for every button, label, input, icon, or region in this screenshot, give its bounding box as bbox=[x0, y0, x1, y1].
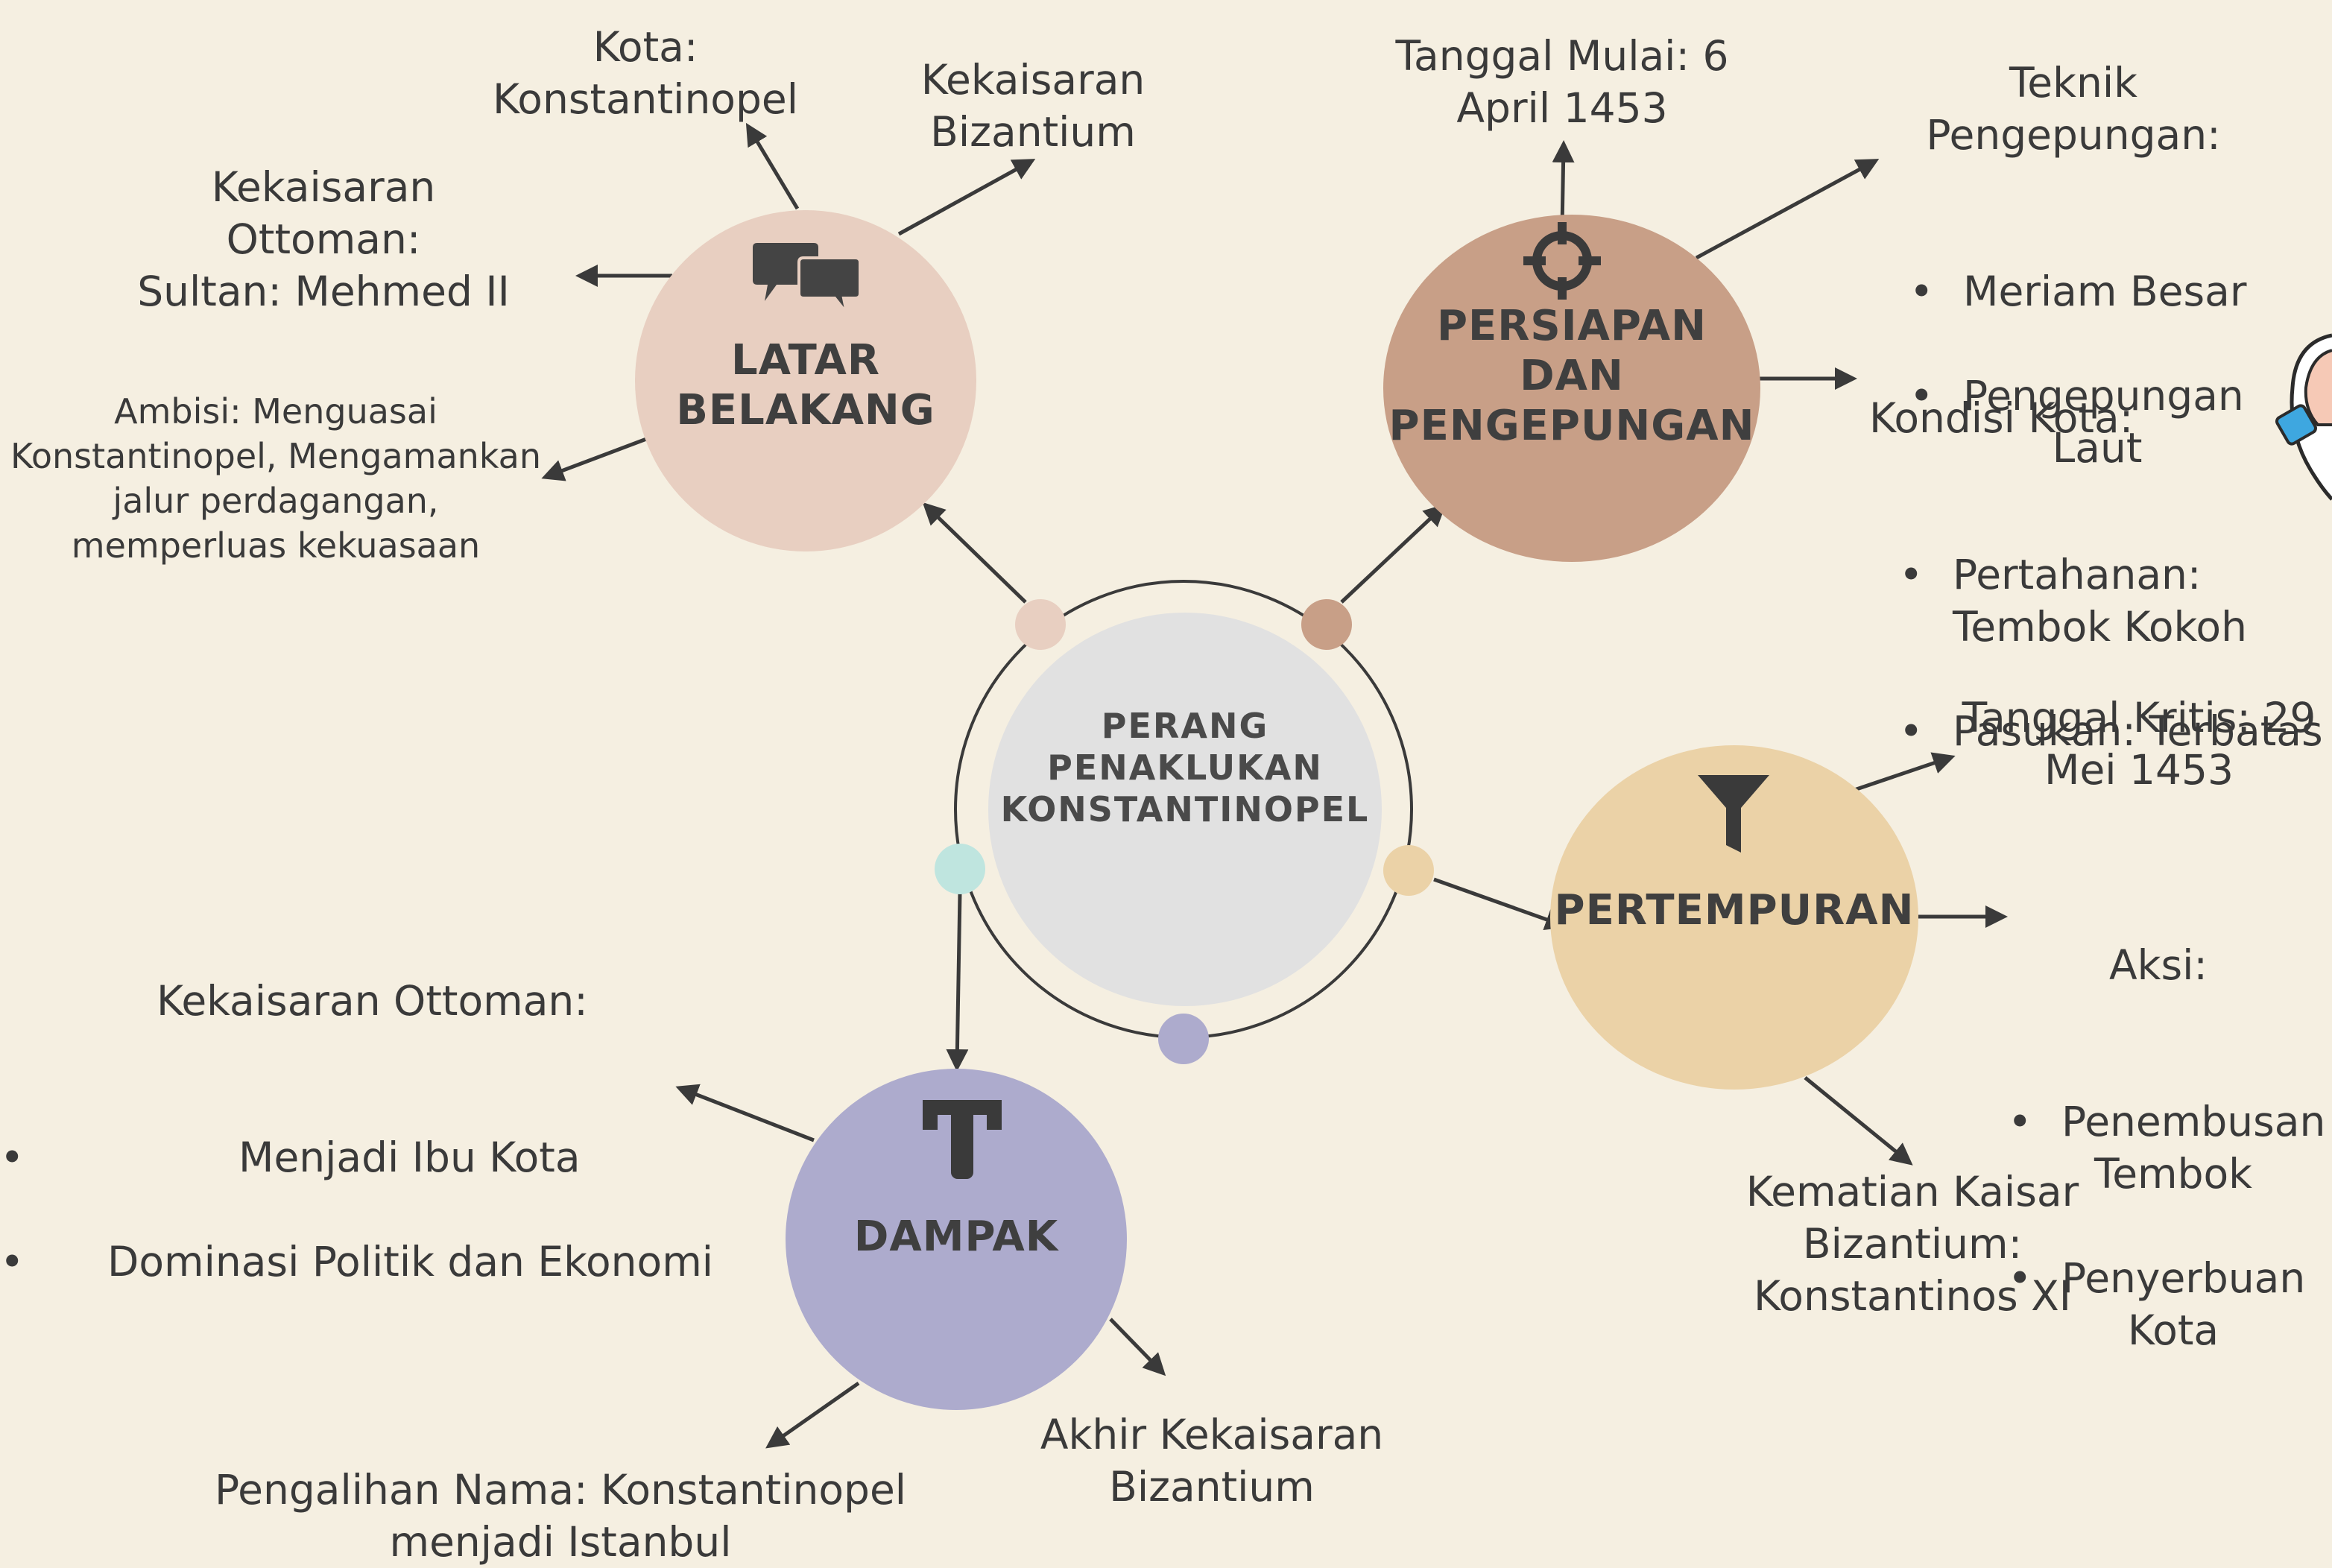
latar-bizantium: Kekaisaran Bizantium bbox=[920, 56, 1146, 156]
persiapan-tanggal-mulai: Tanggal Mulai: 6 April 1453 bbox=[1395, 32, 1729, 132]
teknik-heading: Teknik Pengepungan: bbox=[1926, 59, 2221, 159]
aksi-item: Penyerbuan Kota bbox=[2008, 1252, 2305, 1356]
latar-kota: Kota: Konstantinopel bbox=[492, 23, 798, 123]
funnel-icon bbox=[1698, 775, 1769, 853]
connector-dot-dampak bbox=[935, 844, 985, 894]
persiapan-teknik: Teknik Pengepungan: Meriam Besar Pengepu… bbox=[1887, 4, 2260, 578]
connector-dot-latar bbox=[1015, 599, 1066, 650]
arrow-tanggal-kritis bbox=[1854, 752, 1956, 792]
arrow-kota bbox=[745, 122, 800, 210]
dampak-ottoman-heading: Kekaisaran Ottoman: bbox=[157, 977, 588, 1025]
dampak-ottoman-item: Menjadi Ibu Kota bbox=[0, 1131, 730, 1183]
latar-ambisi: Ambisi: Menguasai Konstantinopel, Mengam… bbox=[10, 391, 541, 566]
persiapan-circle bbox=[1383, 215, 1760, 562]
teknik-item: Meriam Besar bbox=[1909, 265, 2260, 317]
arrow-to-persiapan bbox=[1340, 503, 1447, 604]
aksi-item: Penembusan Tembok bbox=[2008, 1096, 2325, 1200]
crosshair-icon bbox=[1523, 222, 1601, 300]
arrow-to-pertempuran bbox=[1433, 877, 1568, 931]
teknik-item: Pengepungan Laut bbox=[1909, 370, 2244, 474]
pertempuran-title: PERTEMPURAN bbox=[1554, 886, 1915, 935]
dampak-title: DAMPAK bbox=[853, 1213, 1059, 1261]
pertempuran-aksi: Aksi: Penembusan Tembok Penyerbuan Kota bbox=[1994, 887, 2332, 1461]
pertempuran-kematian: Kematian Kaisar Bizantium: Konstantinos … bbox=[1745, 1168, 2079, 1320]
arrow-akhir bbox=[1109, 1318, 1166, 1376]
pertempuran-tanggal-kritis: Tanggal Kritis: 29 Mei 1453 bbox=[1962, 694, 2316, 794]
character-illustration bbox=[2275, 333, 2332, 501]
center-circle bbox=[988, 613, 1382, 1006]
pillar-icon bbox=[923, 1100, 1002, 1179]
center-title: PERANG PENAKLUKAN KONSTANTINOPEL bbox=[1000, 706, 1370, 830]
connector-dot-pertempuran bbox=[1383, 845, 1434, 896]
connector-dot-persiapan bbox=[1301, 599, 1352, 650]
kondisi-item: Pertahanan: Tembok Kokoh bbox=[1899, 549, 2331, 653]
aksi-heading: Aksi: bbox=[2109, 941, 2208, 989]
arrow-teknik bbox=[1695, 159, 1880, 260]
arrow-kematian bbox=[1804, 1076, 1913, 1166]
latar-ottoman: Kekaisaran Ottoman: Sultan: Mehmed II bbox=[137, 163, 510, 315]
dampak-ottoman-item: Dominasi Politik dan Ekonomi bbox=[0, 1236, 730, 1288]
persiapan-title: PERSIAPAN DAN PENGEPUNGAN bbox=[1388, 302, 1755, 451]
kondisi-item: Pasukan: Terbatas bbox=[1899, 705, 2331, 757]
dampak-ottoman: Kekaisaran Ottoman: Menjadi Ibu Kota Dom… bbox=[0, 923, 730, 1392]
speech-bubbles-icon bbox=[753, 243, 862, 313]
arrow-ambisi bbox=[541, 436, 649, 481]
kondisi-heading: Kondisi Kota: bbox=[1869, 394, 2134, 442]
persiapan-kondisi: Kondisi Kota: Pertahanan: Tembok Kokoh P… bbox=[1869, 340, 2331, 862]
arrow-pengalihan bbox=[765, 1381, 860, 1449]
arrow-to-latar bbox=[922, 502, 1027, 604]
dampak-akhir: Akhir Kekaisaran Bizantium bbox=[1040, 1411, 1384, 1511]
connector-dot-bottom bbox=[1158, 1014, 1209, 1064]
latar-title: LATAR BELAKANG bbox=[676, 336, 935, 435]
arrow-ottoman-dampak bbox=[675, 1084, 815, 1142]
arrow-to-dampak bbox=[946, 892, 969, 1072]
arrow-bizantium bbox=[897, 159, 1036, 236]
arrow-tanggal-mulai bbox=[1552, 140, 1575, 229]
dampak-pengalihan: Pengalihan Nama: Konstantinopel menjadi … bbox=[214, 1466, 907, 1566]
